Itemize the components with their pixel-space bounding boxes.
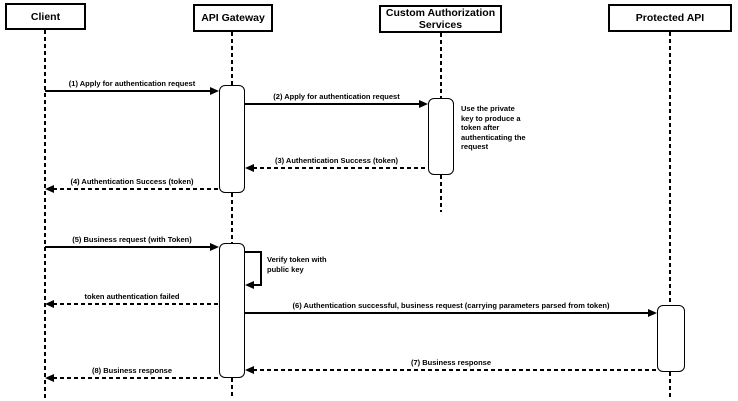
arrowhead-right-icon: [210, 243, 219, 251]
actor-client-label: Client: [30, 10, 61, 23]
message-3-line: [253, 167, 428, 169]
actor-api-gateway: API Gateway: [193, 4, 273, 32]
message-3-label: (3) Authentication Success (token): [274, 156, 399, 165]
note-private-key: Use the private key to produce a token a…: [461, 104, 526, 151]
actor-custom-authorization-services: Custom Authorization Services: [379, 5, 502, 33]
message-3-auth-success: (3) Authentication Success (token): [245, 156, 428, 172]
message-7-business-response: (7) Business response: [245, 358, 657, 374]
message-2-line: [245, 103, 422, 105]
arrowhead-right-icon: [648, 309, 657, 317]
arrowhead-left-icon: [45, 185, 54, 193]
message-6-label: (6) Authentication successful, business …: [292, 301, 610, 310]
actor-api-gateway-label: API Gateway: [201, 12, 265, 24]
actor-protected-api-label: Protected API: [635, 12, 705, 24]
activation-api-gateway-business: [219, 243, 245, 378]
lifeline-client: [44, 30, 46, 398]
lifeline-protected-api-lower: [669, 372, 671, 398]
activation-api-gateway-auth: [219, 85, 245, 193]
arrowhead-left-icon: [245, 366, 254, 374]
arrowhead-left-icon: [45, 300, 54, 308]
message-6-auth-successful-business-request: (6) Authentication successful, business …: [245, 301, 657, 317]
message-8-line: [53, 377, 219, 379]
message-4-auth-success: (4) Authentication Success (token): [45, 177, 219, 193]
lifeline-api-gateway-middle: [231, 193, 233, 244]
message-5-label: (5) Business request (with Token): [72, 235, 192, 244]
self-message-loop-bottom: [254, 284, 262, 286]
self-message-label: Verify token with public key: [267, 255, 327, 274]
message-5-line: [45, 246, 213, 248]
message-token-auth-failed-label: token authentication failed: [84, 292, 180, 301]
message-8-label: (8) Business response: [91, 366, 173, 375]
actor-custom-authorization-services-label: Custom Authorization Services: [385, 7, 496, 31]
message-7-line: [253, 369, 657, 371]
message-1-line: [45, 90, 213, 92]
message-6-line: [245, 312, 651, 314]
arrowhead-left-icon: [245, 281, 254, 289]
message-2-label: (2) Apply for authentication request: [273, 92, 400, 101]
lifeline-api-gateway-upper: [231, 32, 233, 87]
message-token-auth-failed: token authentication failed: [45, 292, 219, 308]
message-2-apply-auth-request: (2) Apply for authentication request: [245, 92, 428, 108]
message-token-auth-failed-line: [53, 303, 219, 305]
message-8-business-response: (8) Business response: [45, 366, 219, 382]
actor-protected-api: Protected API: [608, 4, 732, 32]
message-1-apply-auth-request: (1) Apply for authentication request: [45, 79, 219, 95]
arrowhead-right-icon: [210, 87, 219, 95]
activation-protected-api: [657, 305, 685, 372]
lifeline-custom-authorization-lower: [440, 175, 442, 212]
self-message-loop-right: [260, 251, 262, 286]
arrowhead-left-icon: [245, 164, 254, 172]
lifeline-api-gateway-lower: [231, 378, 233, 398]
arrowhead-left-icon: [45, 374, 54, 382]
activation-custom-authorization: [428, 98, 454, 175]
message-7-label: (7) Business response: [410, 358, 492, 367]
actor-client: Client: [5, 3, 86, 30]
message-4-line: [53, 188, 219, 190]
message-1-label: (1) Apply for authentication request: [68, 79, 196, 88]
self-message-loop-top: [245, 251, 262, 253]
lifeline-custom-authorization-upper: [440, 33, 442, 99]
message-5-business-request: (5) Business request (with Token): [45, 235, 219, 251]
lifeline-protected-api-upper: [669, 32, 671, 306]
message-4-label: (4) Authentication Success (token): [70, 177, 194, 186]
arrowhead-right-icon: [419, 100, 428, 108]
